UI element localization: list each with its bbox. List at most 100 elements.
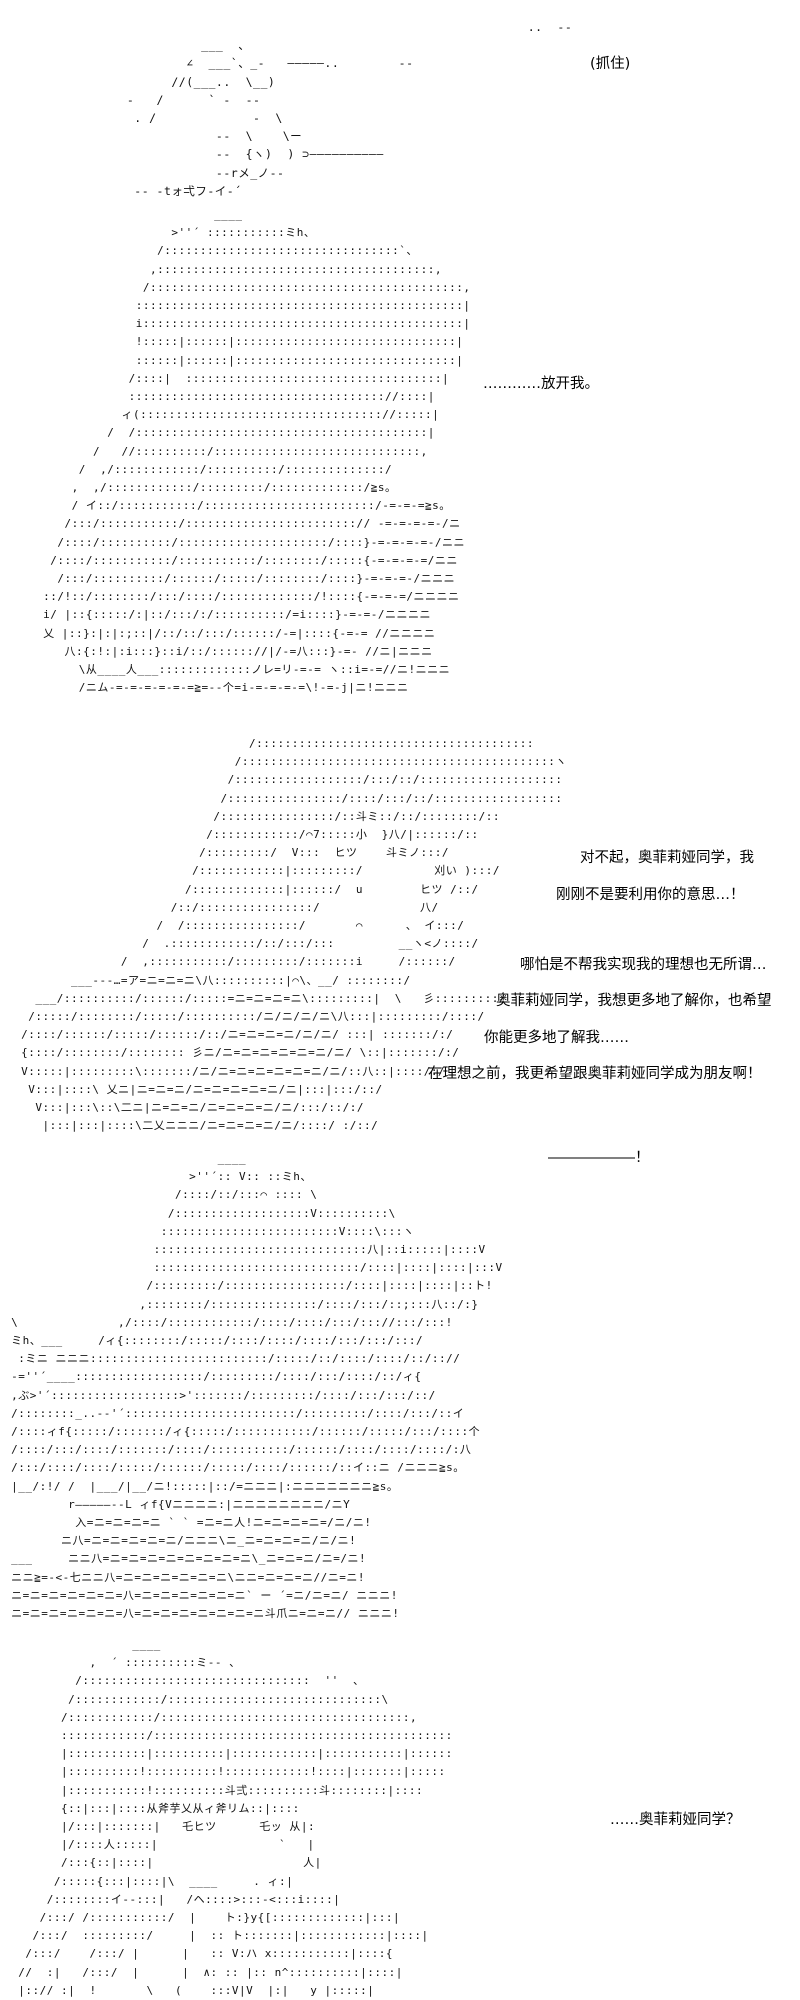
ascii-art-line: 入=ニ=ニ=ニ=ニ ` ` =ニ=ニ人!ニ=ニ=ニ=ニ=/ニ/ニ!: [4, 1516, 372, 1530]
ascii-art-line: ,::::::::/:::::::::::::::/::::/:::/::;::…: [4, 1297, 479, 1311]
ascii-art-line: ,ぶ>'´::::::::::::::::::>':::::::/:::::::…: [4, 1388, 436, 1402]
ascii-art-line: /::::::::::::|:::::::::/ 刈い ):::/: [14, 864, 500, 878]
ascii-art-line: {::::/::::::::/:::::::: 彡ニ/ニ=ニ=ニ=ニ=ニ=ニ/ニ…: [14, 1046, 460, 1060]
dialogue-line-1: 对不起，奥菲莉娅同学，我: [580, 850, 754, 866]
ascii-art-line: -- \ \ー: [112, 129, 303, 144]
ascii-art-line: /::::/:::/::::/:::::::/::::/:::::::::::/…: [4, 1443, 472, 1457]
ascii-art-line: //(___.. \__): [112, 74, 276, 89]
ascii-art-line: ミh、___ /ィ{::::::::/:::::/::::/::::/::::/…: [4, 1334, 424, 1348]
ascii-art-line: |::// :| ! \ ( :::V|V |:| y |:::::|: [4, 1983, 375, 1997]
ascii-art-line: ____: [36, 208, 243, 221]
ascii-art-line: /:::{::|::::| 人|: [4, 1856, 322, 1870]
ascii-art-line: V:::::|:::::::::\:::::::/ニ/ニ=ニ=ニ=ニ=ニ=ニ/ニ…: [14, 1064, 446, 1078]
ascii-art-line: /::::| :::::::::::::::::::::::::::::::::…: [36, 371, 450, 385]
ascii-art-line: /:::::::::::::::::::::::::::::::::::::::: [14, 737, 534, 750]
ascii-art-line: |:::::::::::|::::::::::|::::::::::::|:::…: [4, 1747, 453, 1761]
ascii-art-line: ___ 、: [112, 38, 251, 53]
ascii-art-line: /:::::::::::::::::::::::::::::::::::::::…: [14, 755, 567, 769]
ascii-art-line: /:::/ /:::::::::::/ | ト:}y{[::::::::::::…: [4, 1911, 401, 1925]
ascii-art-line: !:::::|::::::|::::::::::::::::::::::::::…: [36, 335, 464, 349]
ascii-art-line: /:::::::::::::::::::::::::::::::: '' 、: [4, 1674, 365, 1688]
ascii-art-line: V:::|:::\::\二ニ|ニ=ニ=ニ/ニ=ニ=ニ=ニ/ニ/:::/::/:/: [14, 1101, 365, 1115]
ascii-art-line: // :| /:::/ | | ∧: :: |:: n^::::::::::|:…: [4, 1965, 403, 1979]
ascii-art-line: 乂 |::}:|:|:;::|/::/::/:::/::::::/-=|::::…: [36, 626, 436, 640]
ascii-art-line: -=''´____::::::::::::::::::/:::::::::/::…: [4, 1370, 422, 1384]
ascii-art-line: . / - \: [112, 111, 283, 126]
ascii-art-line: |/::::人:::::| ` |: [4, 1838, 315, 1852]
ascii-art-line: i/ |::{:::::/:|::/:::/:/::::::::::/=i:::…: [36, 608, 432, 622]
ascii-art-line: /:::/ :::::::::/ | :: ト:::::::|:::::::::…: [4, 1929, 429, 1943]
ascii-art-line: /::::ィf{:::::/:::::::/ィ{:::::/::::::::::…: [4, 1425, 481, 1439]
ascii-art-line: ::::::|::::::|::::::::::::::::::::::::::…: [36, 353, 464, 367]
ascii-art-line: |:::::::::::!::::::::::斗弍::::::::::斗::::…: [4, 1783, 424, 1797]
ascii-art-line: |:::|:::|::::\二乂ニニニ/ニ=ニ=ニ=ニ/ニ/::::/ :/::…: [14, 1119, 379, 1133]
ascii-art-girl-face: ____ , ´ ::::::::::ミ-- 、 /::::::::::::::…: [4, 1636, 453, 2000]
ascii-art-line: ____: [4, 1152, 247, 1165]
ascii-art-line: / /:::::::::::::::::::::::::::::::::::::…: [36, 426, 435, 440]
ascii-art-line: /:::::::::/:::::::::::::::::/::::|::::|:…: [4, 1279, 493, 1293]
ascii-art-line: /:::::{:::|::::|\ ____ . ィ:|: [4, 1874, 294, 1888]
ascii-art-line: 八:{:!:|:i:::}::i/::/:::::://|/-=八:::}-=-…: [36, 644, 433, 658]
ascii-art-line: / .::::::::::::/::/:::/::: __ヽ<ノ::::/: [14, 937, 479, 951]
ascii-art-line: - / ` - --: [112, 92, 261, 107]
ascii-art-line: ::::::::::::::::::::::::::::::八|::i:::::…: [4, 1243, 486, 1257]
ascii-art-line: , ,/::::::::::::/:::::::::/:::::::::::::…: [36, 481, 397, 495]
ascii-art-line: |/:::|:::::::| 乇ヒツ 乇ッ 从|:: [4, 1820, 316, 1834]
ascii-art-line: /::::/::::::/:::::/::::::/::/ニ=ニ=ニ=ニ/ニ/ニ…: [14, 1028, 454, 1042]
ascii-art-line: .. --: [112, 20, 573, 34]
ascii-art-line: /::::::::::::::::::/:::/::/:::::::::::::…: [14, 773, 563, 787]
ascii-art-line: /:::/:::::::::::/:::::::::::::::::::::::…: [36, 517, 461, 531]
ascii-art-line: /::::/::/:::⌒ :::: \: [4, 1188, 318, 1202]
dialogue-line-4: 奥菲莉娅同学，我想更多地了解你，也希望: [496, 993, 772, 1009]
ascii-art-girl-turning: ____ >''´:: V:: ::ミh、 /::::/::/:::⌒ ::::…: [4, 1150, 503, 1623]
ascii-art-line: r―――――--L ィf{Vニニニニ:|ニニニニニニニニ/ニY: [4, 1497, 351, 1511]
ascii-art-line: :ミニ ニニニ:::::::::::::::::::::::::/:::::/:…: [4, 1352, 461, 1366]
ascii-art-line: ニ八=ニ=ニ=ニ=ニ=ニ/ニニニ\ニ_ニ=ニ=ニ=ニ/ニ/ニ!: [4, 1534, 357, 1548]
dialogue-line-2: 刚刚不是要利用你的意思…！: [556, 887, 745, 903]
dialogue-question: ……奥菲莉娅同学？: [610, 1812, 741, 1828]
dialogue-grab: (抓住): [590, 56, 631, 72]
ascii-art-line: ニニ≧=-<-七ニニ八=ニ=ニ=ニ=ニ=ニ=ニ\ニニ=ニ=ニ=ニ//ニ=ニ!: [4, 1570, 365, 1584]
ascii-art-line: /::::::::::::::::/::斗ミ::/::/::::::::/::: [14, 809, 500, 823]
ascii-art-line: ::::::::::::/:::::::::::::::::::::::::::…: [4, 1729, 453, 1743]
ascii-art-line: ___--‐…=ア=ニ=ニ=ニ\八::::::::::|⌒\、__/ :::::…: [14, 973, 411, 987]
ascii-art-line: \ ,/::::/::::::::::::/::::/::::/:::/:::/…: [4, 1315, 453, 1329]
dialogue-line-3: 哪怕是不帮我实现我的理想也无所谓…: [520, 957, 767, 973]
ascii-art-line: >''´ :::::::::::ミh、: [36, 226, 316, 240]
ascii-art-line: >''´:: V:: ::ミh、: [4, 1170, 312, 1184]
ascii-art-line: {::|:::|::::从斧芋乂从ィ斧リム::|::::: [4, 1801, 300, 1815]
ascii-art-line: /::::::::::::/::::::::::::::::::::::::::…: [4, 1692, 389, 1706]
dialogue-exclaim: ――――――！: [548, 1150, 650, 1166]
ascii-art-line: :::::::::::::::::::::::::V::::\:::ヽ: [4, 1224, 415, 1238]
ascii-art-line: /:::::::::::::::::::::::::::::::::::::::…: [36, 280, 471, 294]
ascii-art-line: /::/::::::::::::::::/ 八/: [14, 900, 439, 914]
ascii-art-line: /:::/::::::::::/::::::/:::::/::::::::/::…: [36, 572, 456, 586]
ascii-art-line: / //::::::::::/:::::::::::::::::::::::::…: [36, 444, 428, 458]
ascii-art-line: /:::::::::::::::::::V::::::::::\: [4, 1206, 396, 1220]
ascii-art-line: / ,:::::::::::/:::::::::/:::::::i /:::::…: [14, 955, 456, 969]
ascii-art-line: / /::::::::::::::::/ ⌒ 、 イ:::/: [14, 919, 465, 933]
ascii-art-line: ::/!::/::::::::/:::/::::/:::::::::::::/!…: [36, 590, 460, 604]
ascii-art-line: \从____人___:::::::::::::ノレ=リ-=-= ヽ::i=-=/…: [36, 663, 451, 677]
ascii-art-line: -- -tォ弌フ-イ-´: [112, 183, 242, 198]
ascii-art-line: ___ ニニ八=ニ=ニ=ニ=ニ=ニ=ニ=ニ=ニ\_ニ=ニ=ニ/ニ=/ニ!: [4, 1552, 367, 1566]
ascii-art-line: -- {ヽ) ) ⊃――――――――――: [112, 147, 384, 162]
ascii-art-line: ニ=ニ=ニ=ニ=ニ=ニ=八=ニ=ニ=ニ=ニ=ニ=ニ=ニ斗爪ニ=ニ=ニ// ニニニ…: [4, 1607, 400, 1621]
ascii-art-line: /::::/::::::::::/:::::::::::::::::::::/:…: [36, 535, 465, 549]
ascii-art-line: /:::::/::::::::/:::::/::::::::::/ニ/ニ/ニ/ニ…: [14, 1010, 485, 1024]
ascii-art-line: /::::::::::::/::::::::::::::::::::::::::…: [4, 1710, 418, 1724]
ascii-art-line: |__/:!/ / |___/|__/ニ!:::::|::/=ニニニ|:ニニニニ…: [4, 1479, 399, 1493]
ascii-art-line: /:::/::::/::::/:::::/::::::/:::::/::::/:…: [4, 1461, 465, 1475]
ascii-art-line: /:::::::::/ V::: ヒツ 斗ミノ:::/: [14, 846, 449, 860]
ascii-art-line: /::::::::::::/⌒7:::::小 }八/|::::::/::: [14, 828, 479, 842]
ascii-art-line: /::::::::::::::::/::::/:::/::/::::::::::…: [14, 791, 563, 805]
ascii-art-boy-holding: /:::::::::::::::::::::::::::::::::::::::…: [14, 735, 567, 1135]
dialogue-let-go: …………放开我。: [483, 376, 599, 392]
ascii-art-line: / ,/::::::::::::/::::::::::/::::::::::::…: [36, 462, 393, 476]
ascii-art-line: |::::::::::!::::::::::!::::::::::::!::::…: [4, 1765, 446, 1779]
ascii-art-line: ィ(:::::::::::::::::::::::::::::::::://::…: [36, 408, 440, 422]
ascii-art-grabbing-hand: .. -- ___ 、 ∠ ___`、_- ―――――.. -- //(___.…: [112, 18, 572, 200]
ascii-art-line: /::::::::イ-‐:::| /ヘ::::>:::-<:::i::::|: [4, 1892, 341, 1906]
ascii-art-line: ::::::::::::::::::::::::::::::::::::::::…: [36, 299, 471, 313]
ascii-art-line: /::::::::_..-‐'´::::::::::::::::::::::::…: [4, 1406, 465, 1420]
